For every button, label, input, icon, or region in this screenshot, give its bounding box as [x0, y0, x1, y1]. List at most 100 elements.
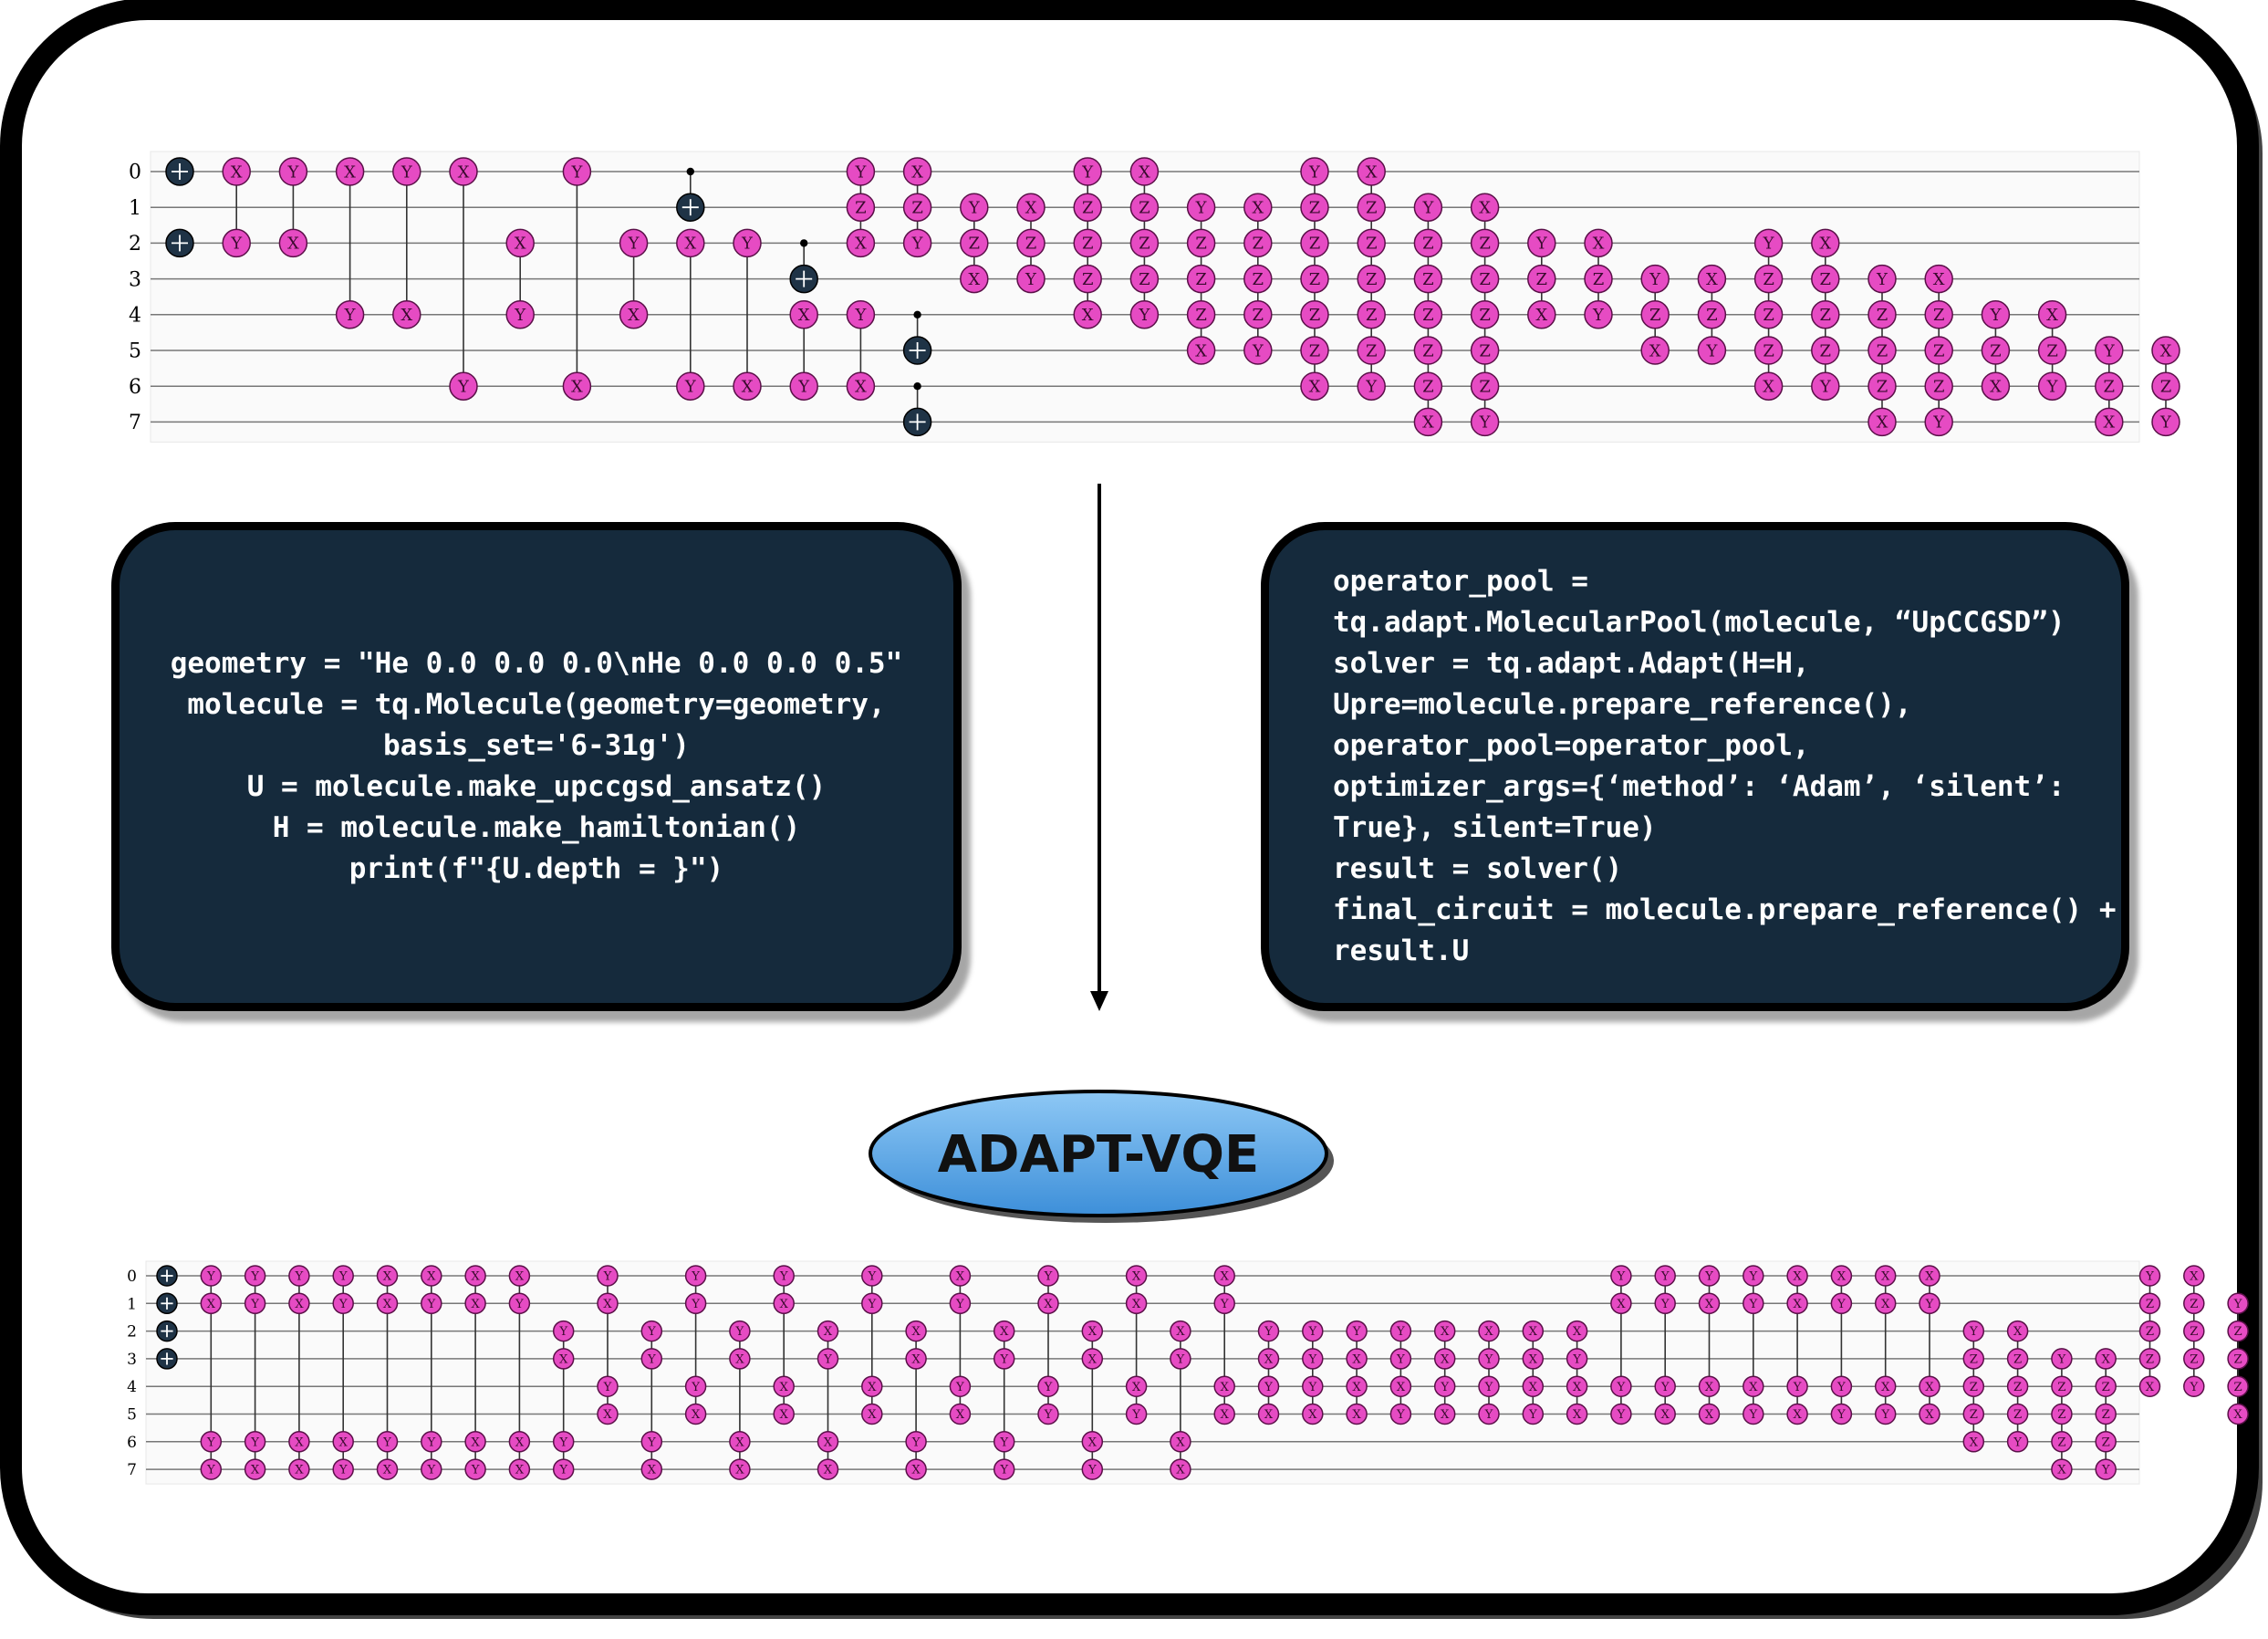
pauli-gate [2183, 1265, 2205, 1287]
pauli-gate [905, 1348, 927, 1370]
pauli-gate [684, 1292, 707, 1315]
pauli-gate [1753, 228, 1784, 258]
pauli-gate [1566, 1320, 1588, 1342]
pauli-gate [421, 1458, 442, 1480]
pauli-gate [1037, 1292, 1059, 1315]
pauli-gate-label: Y [867, 1298, 876, 1311]
pauli-gate [1753, 264, 1784, 294]
pauli-gate-label: Z [1422, 341, 1434, 360]
pauli-gate [1867, 407, 1897, 437]
pauli-gate [1830, 1375, 1853, 1397]
pauli-gate [552, 1320, 575, 1342]
pauli-gate-label: Y [779, 1270, 788, 1284]
pauli-gate-label: Y [691, 1270, 700, 1284]
pauli-gate-label: Z [1366, 341, 1378, 360]
pauli-gate-label: Z [1479, 306, 1491, 325]
pauli-gate-label: Z [1820, 306, 1832, 325]
pauli-gate [1640, 336, 1670, 365]
pauli-gate-label: Z [1970, 1408, 1978, 1422]
qubit-label: 6 [129, 376, 141, 399]
pauli-gate [244, 1265, 266, 1287]
pauli-gate-label: Y [1421, 199, 1434, 218]
pauli-gate-label: Z [1253, 306, 1264, 325]
pauli-gate [464, 1458, 486, 1480]
pauli-gate [773, 1292, 795, 1315]
pauli-gate-label: X [1881, 1298, 1890, 1311]
adapt-ellipse [869, 1090, 1328, 1217]
pauli-gate [1924, 336, 1953, 365]
pauli-gate [1081, 1320, 1104, 1342]
pauli-gate [2095, 1458, 2117, 1480]
qubit-label: 0 [129, 162, 141, 184]
pauli-gate-label: Z [2234, 1381, 2242, 1394]
pauli-gate [1830, 1292, 1853, 1315]
pauli-gate [1129, 157, 1160, 186]
pauli-gate [244, 1292, 266, 1315]
pauli-gate [1257, 1375, 1280, 1397]
pauli-gate [2183, 1320, 2205, 1342]
pauli-gate-label: Z [1309, 270, 1321, 289]
pauli-gate [1811, 371, 1840, 401]
pauli-gate [1654, 1403, 1676, 1425]
pauli-gate [993, 1348, 1015, 1370]
pauli-gate [2151, 371, 2180, 401]
pauli-gate-label: X [1441, 1325, 1450, 1339]
pauli-gate-label: Z [2146, 1325, 2154, 1339]
pauli-gate [1654, 1375, 1676, 1397]
pauli-gate-label: Z [1195, 235, 1207, 254]
pauli-gate [1186, 336, 1216, 365]
code-line: result.U [1333, 934, 1470, 967]
pauli-gate-label: Z [1877, 378, 1888, 397]
pauli-gate [552, 1458, 575, 1480]
pauli-gate-label: Z [2102, 1408, 2110, 1422]
pauli-gate [676, 371, 705, 401]
pauli-gate-label: Z [2190, 1325, 2198, 1339]
pauli-gate [1357, 228, 1386, 258]
pauli-gate-label: Y [382, 1435, 391, 1449]
pauli-gate-label: Z [911, 199, 923, 218]
pauli-gate-label: Y [1969, 1325, 1978, 1339]
pauli-gate-label: X [968, 270, 980, 289]
pauli-gate [1566, 1375, 1588, 1397]
pauli-gate-label: Y [558, 1464, 567, 1477]
pauli-gate-label: Z [1422, 378, 1434, 397]
pauli-gate-label: Y [647, 1435, 656, 1449]
pauli-gate-label: X [1264, 1353, 1274, 1367]
pauli-gate [2138, 1320, 2161, 1342]
pauli-gate [1566, 1403, 1588, 1425]
pauli-gate [846, 300, 876, 329]
pauli-gate [2227, 1348, 2249, 1370]
pauli-gate [1081, 1348, 1104, 1370]
pauli-gate-label: Y [647, 1353, 656, 1367]
pauli-gate-label: X [515, 1464, 525, 1477]
pauli-gate-label: X [1793, 1298, 1802, 1311]
pauli-gate [1470, 264, 1500, 294]
pauli-gate-label: Y [823, 1353, 832, 1367]
pauli-gate-label: Y [1264, 1381, 1273, 1394]
pauli-gate [508, 1431, 531, 1453]
pauli-gate-label: X [2146, 1381, 2155, 1394]
pauli-gate [1527, 264, 1556, 294]
pauli-gate-label: Z [969, 235, 981, 254]
pauli-gate-label: X [1705, 1408, 1714, 1422]
pauli-gate [1213, 1375, 1235, 1397]
pauli-gate [640, 1320, 663, 1342]
pauli-gate [2051, 1431, 2073, 1453]
pauli-gate [949, 1403, 972, 1425]
pauli-gate [1470, 228, 1500, 258]
pauli-gate [1016, 193, 1046, 222]
pauli-gate-label: X [471, 1298, 480, 1311]
pauli-gate [1129, 264, 1160, 294]
pauli-gate [1170, 1458, 1191, 1480]
pauli-gate-label: Y [338, 1270, 348, 1284]
pauli-gate-label: Z [1139, 235, 1150, 254]
pauli-gate-label: Y [1484, 1381, 1493, 1394]
pauli-gate-label: X [1877, 413, 1888, 433]
pauli-gate [1389, 1403, 1412, 1425]
pauli-gate-label: Z [1877, 306, 1888, 325]
pauli-gate-label: Y [1176, 1353, 1185, 1367]
pauli-gate [332, 1265, 354, 1287]
pauli-gate-label: Y [1195, 199, 1208, 218]
qubit-label: 3 [129, 268, 141, 291]
code-line: basis_set='6-31g') [383, 729, 690, 762]
